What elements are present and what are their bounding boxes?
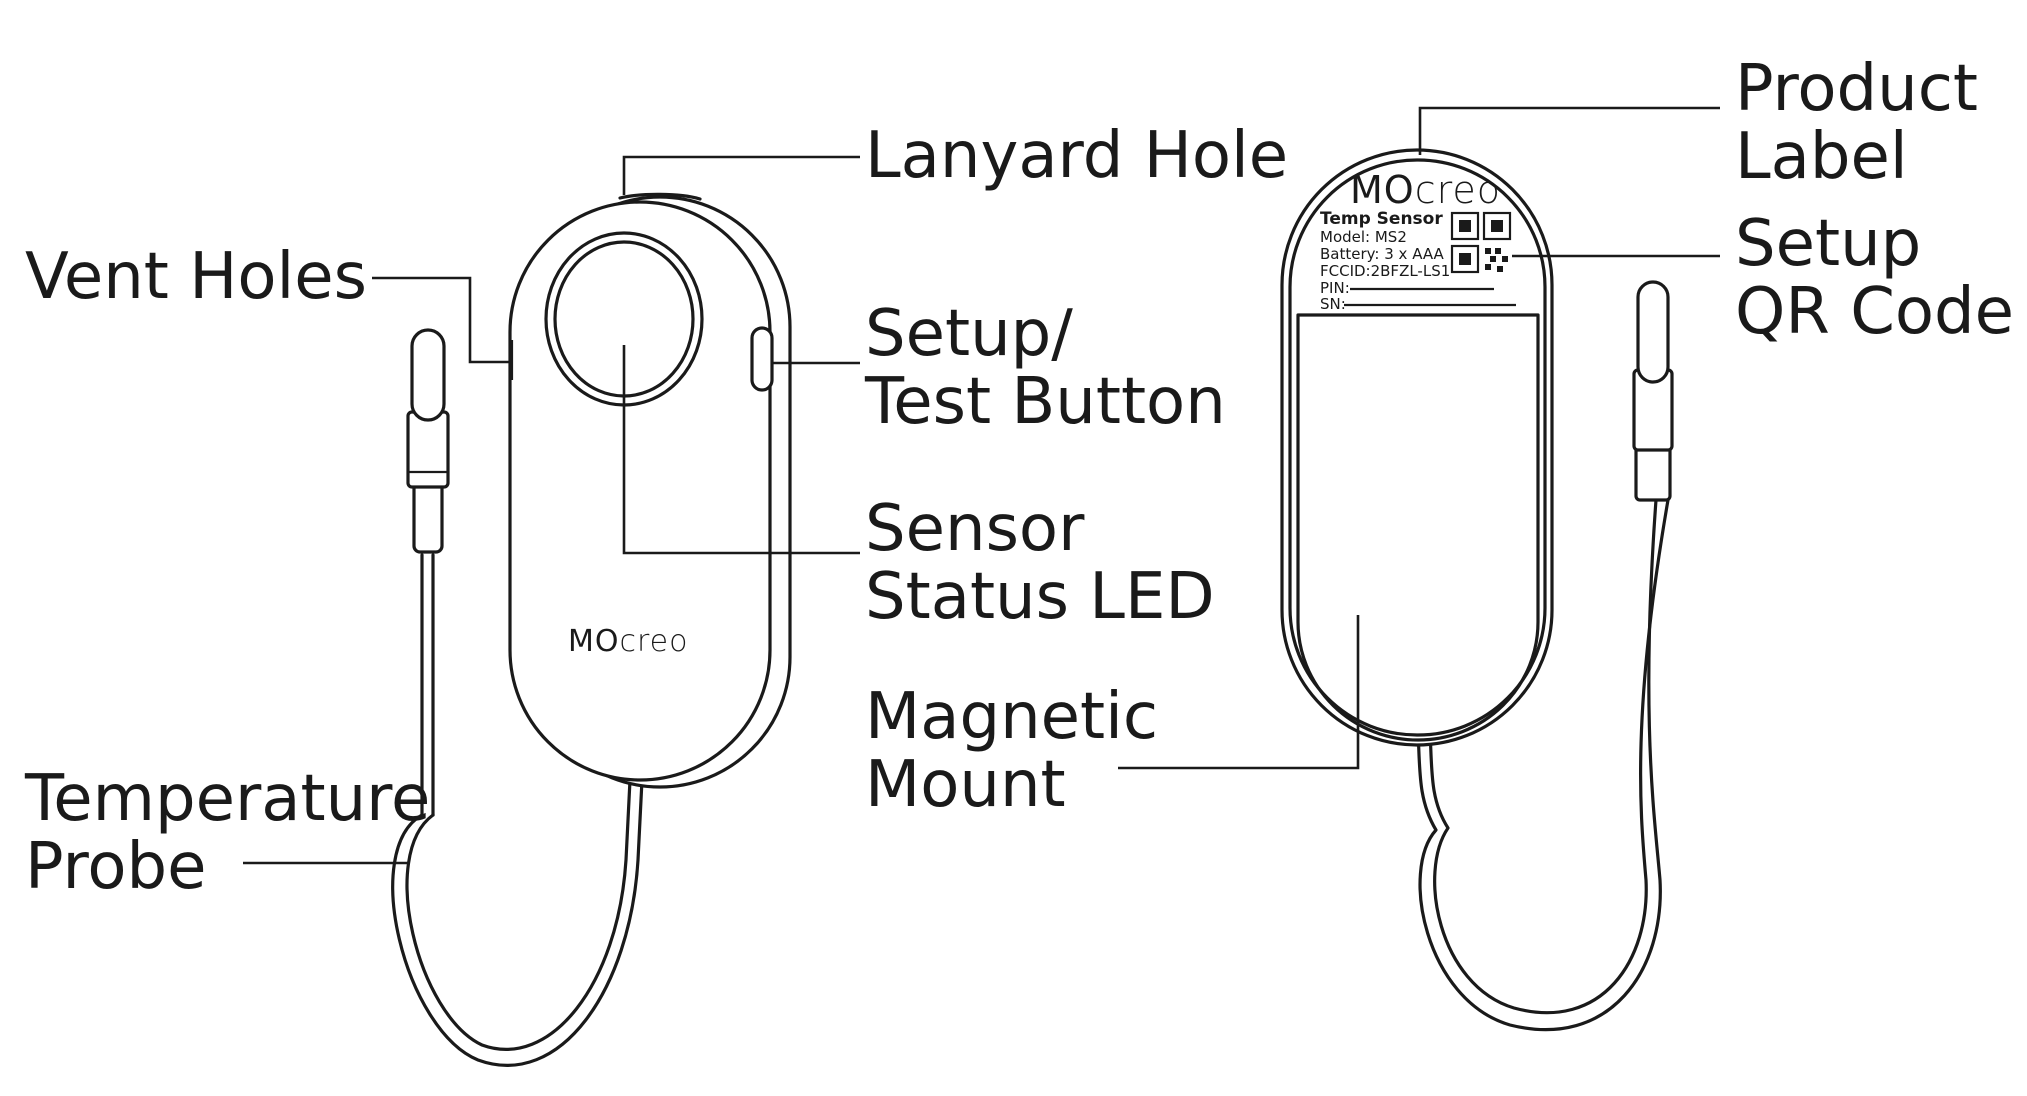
callout-lanyard-hole: Lanyard Hole bbox=[865, 119, 1288, 193]
leader-led bbox=[622, 345, 860, 555]
front-temperature-probe bbox=[391, 328, 644, 1067]
leader-lanyard bbox=[622, 155, 860, 195]
leader-magnetic bbox=[1118, 615, 1360, 770]
callout-magnetic-mount: Magnetic Mount bbox=[865, 680, 1178, 822]
label-model: Model: MS2 bbox=[1320, 228, 1407, 246]
label-fccid: FCCID:2BFZL-LS1 bbox=[1320, 262, 1450, 280]
label-pin: PIN: bbox=[1320, 279, 1350, 297]
leader-vent bbox=[372, 276, 512, 364]
callout-labels: Lanyard Hole Vent Holes Setup/ Test Butt… bbox=[24, 52, 2014, 904]
callout-sensor-status-led: Sensor Status LED bbox=[865, 492, 1215, 634]
qr-code-icon bbox=[1450, 211, 1512, 274]
back-brand-light: creo bbox=[1415, 168, 1501, 212]
back-brand-bold: MO bbox=[1350, 168, 1415, 212]
magnetic-mount-icon bbox=[1296, 313, 1540, 742]
leader-product-label bbox=[1418, 106, 1720, 155]
callout-product-label: Product Label bbox=[1735, 52, 1998, 194]
label-battery: Battery: 3 x AAA bbox=[1320, 245, 1445, 263]
front-brand-bold: MO bbox=[568, 624, 620, 659]
back-brand-logo: MOcreo bbox=[1350, 168, 1501, 212]
front-brand-logo: MOcreo bbox=[568, 624, 688, 659]
back-view: MOcreo Temp Sensor Model: MS2 Battery: 3… bbox=[1280, 148, 1674, 1032]
back-temperature-probe bbox=[1416, 280, 1674, 1032]
front-brand-light: creo bbox=[620, 624, 689, 659]
label-sn: SN: bbox=[1320, 295, 1346, 313]
callout-setup-qr-code: Setup QR Code bbox=[1735, 207, 2014, 349]
callout-temperature-probe: Temperature Probe bbox=[24, 762, 451, 904]
back-body bbox=[1288, 158, 1547, 737]
callout-vent-holes: Vent Holes bbox=[25, 240, 367, 314]
label-title: Temp Sensor bbox=[1320, 209, 1443, 229]
callout-setup-test-button: Setup/ Test Button bbox=[864, 297, 1226, 439]
front-view: MOcreo bbox=[391, 192, 792, 1067]
lanyard-hole-icon bbox=[618, 192, 702, 201]
leader-lines bbox=[243, 106, 1720, 865]
product-label: Temp Sensor Model: MS2 Battery: 3 x AAA … bbox=[1320, 209, 1516, 313]
setup-button-icon bbox=[750, 326, 774, 392]
